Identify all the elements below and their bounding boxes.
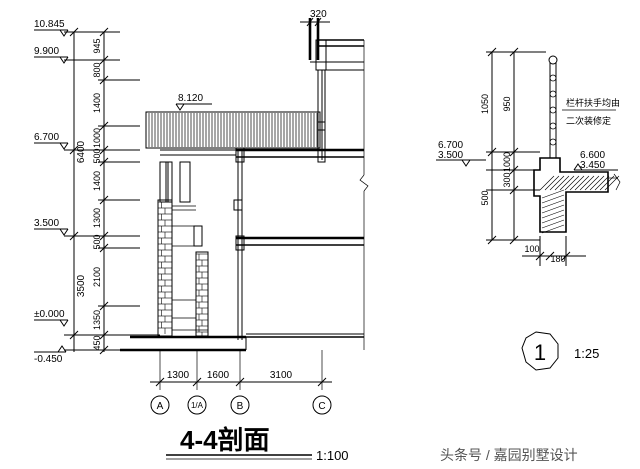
parapet-section	[533, 157, 621, 234]
detail-elev-right: 3.450	[580, 160, 605, 171]
bottom-dimensions: 1300 1600 3100	[150, 370, 332, 387]
svg-text:C: C	[318, 401, 325, 412]
segment-dim: 945	[92, 38, 102, 53]
elevation-label: 9.900	[34, 46, 59, 57]
svg-text:1/A: 1/A	[191, 401, 204, 410]
total-dim-lower: 3500	[76, 274, 87, 297]
drawing-title: 4-4剖面 1:100	[166, 425, 349, 463]
detail-marker: 1 1:25	[521, 331, 599, 371]
total-dim-upper: 6400	[76, 140, 87, 163]
segment-dim: 450	[92, 335, 102, 350]
dim-3100: 3100	[270, 370, 293, 381]
detail-dim: 950	[502, 96, 512, 111]
segment-dim: 800	[92, 62, 102, 77]
detail-marker-number: 1	[534, 340, 546, 365]
watermark: 头条号 / 嘉园别墅设计	[440, 447, 578, 463]
elevation-label: ±0.000	[34, 309, 65, 320]
detail-elev-left: 3.500	[438, 150, 463, 161]
detail-dim-180: 180	[550, 254, 565, 264]
elevation-label: 6.700	[34, 132, 59, 143]
segment-dim: 1000	[92, 128, 102, 148]
elevation-marker-9900: 9.900	[34, 46, 69, 64]
segment-dim: 1400	[92, 171, 102, 191]
axis-bubbles: A 1/A B C	[150, 395, 332, 415]
segment-dim: 500	[92, 148, 102, 163]
dim-320: 320	[310, 9, 327, 20]
elevation-marker-0000: ±0.000	[34, 309, 69, 327]
elevation-marker-minus-0450: -0.450	[34, 345, 67, 365]
elevation-marker-3500: 3.500	[34, 218, 69, 236]
roof-hatch	[145, 111, 321, 149]
detail-note-line2: 二次装修定	[566, 115, 611, 126]
detail-scale: 1:25	[574, 346, 599, 361]
elevation-marker-10845: 10.845	[34, 19, 69, 37]
segment-dim: 1350	[92, 310, 102, 330]
segment-dim: 500	[92, 234, 102, 249]
detail-dim: 300	[502, 172, 512, 187]
detail-1: 1050 950 1000 300 500 6.700 3.500 6.600 …	[436, 47, 621, 266]
segment-dim: 1400	[92, 93, 102, 113]
dim-1600: 1600	[207, 370, 230, 381]
dim-1300: 1300	[167, 370, 190, 381]
left-dimension-chain: 10.845 9.900 6.700 3.500 ±0.000 -0.450	[34, 19, 160, 365]
detail-note-line1: 栏杆扶手均由	[566, 97, 620, 108]
elevation-marker-6700: 6.700	[34, 132, 69, 150]
axis-bubble-1a: 1/A	[187, 395, 207, 415]
detail-dim-100: 100	[524, 244, 539, 254]
section-building: 8.120	[120, 18, 369, 390]
title-scale: 1:100	[316, 448, 349, 463]
detail-dim: 1000	[502, 152, 512, 172]
elevation-label: 3.500	[34, 218, 59, 229]
axis-bubble-a: A	[150, 395, 170, 415]
porch-columns	[157, 161, 209, 338]
axis-bubble-b: B	[230, 395, 250, 415]
roof-elevation-label: 8.120	[178, 93, 203, 104]
elevation-label: 10.845	[34, 19, 65, 30]
detail-elev-right: 6.600	[580, 150, 605, 161]
svg-text:B: B	[237, 401, 244, 412]
detail-dim: 500	[480, 190, 490, 205]
top-dimension: 320	[300, 9, 330, 27]
segment-dim: 2100	[92, 267, 102, 287]
axis-bubble-c: C	[312, 395, 332, 415]
detail-elev-left: 6.700	[438, 140, 463, 151]
elevation-label: -0.450	[34, 354, 63, 365]
svg-text:A: A	[157, 401, 164, 412]
segment-dim: 1300	[92, 208, 102, 228]
section-title: 4-4剖面	[180, 425, 270, 455]
detail-dim: 1050	[480, 94, 490, 114]
